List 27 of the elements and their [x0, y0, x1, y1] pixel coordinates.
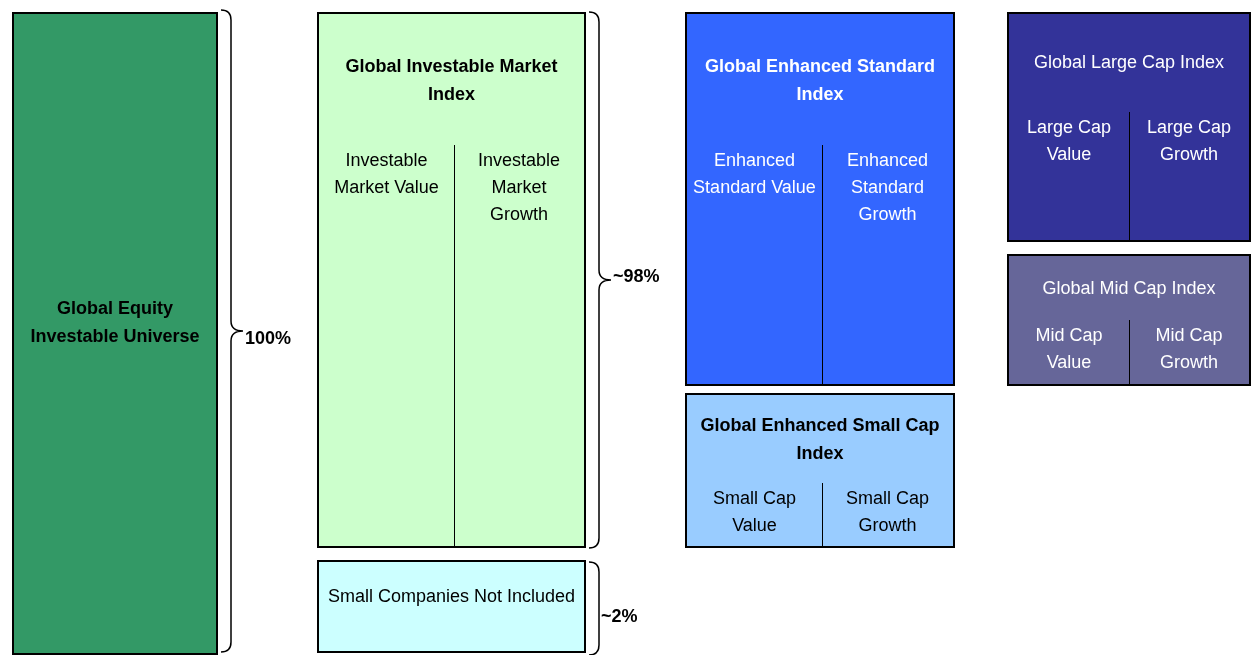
column-label: Enhanced Standard Growth — [822, 147, 953, 228]
index-box — [1007, 254, 1251, 386]
index-title: Global Enhanced Small Cap Index — [699, 414, 941, 465]
index-title: Global Mid Cap Index — [1041, 277, 1217, 300]
index-box — [317, 560, 586, 653]
index-box — [12, 12, 218, 655]
index-title: Global Large Cap Index — [1032, 51, 1226, 74]
column-label: Mid Cap Growth — [1129, 322, 1249, 376]
index-box — [317, 12, 586, 548]
percentage-label: ~2% — [601, 606, 638, 627]
percentage-label: ~98% — [613, 266, 660, 287]
column-label: Mid Cap Value — [1009, 322, 1129, 376]
column-label: Enhanced Standard Value — [687, 147, 822, 201]
index-title: Global Equity Investable Universe — [29, 297, 201, 348]
index-title: Global Enhanced Standard Index — [703, 55, 936, 106]
index-title: Global Investable Market Index — [344, 55, 559, 106]
column-label: Small Cap Growth — [822, 485, 953, 539]
index-box — [685, 393, 955, 548]
column-label: Investable Market Growth — [454, 147, 584, 228]
column-label: Investable Market Value — [319, 147, 454, 201]
column-label: Large Cap Growth — [1129, 114, 1249, 168]
percentage-label: 100% — [245, 328, 292, 349]
index-box — [1007, 12, 1251, 242]
column-label: Small Cap Value — [687, 485, 822, 539]
index-box — [685, 12, 955, 386]
column-label: Large Cap Value — [1009, 114, 1129, 168]
index-title: Small Companies Not Included — [326, 585, 577, 608]
